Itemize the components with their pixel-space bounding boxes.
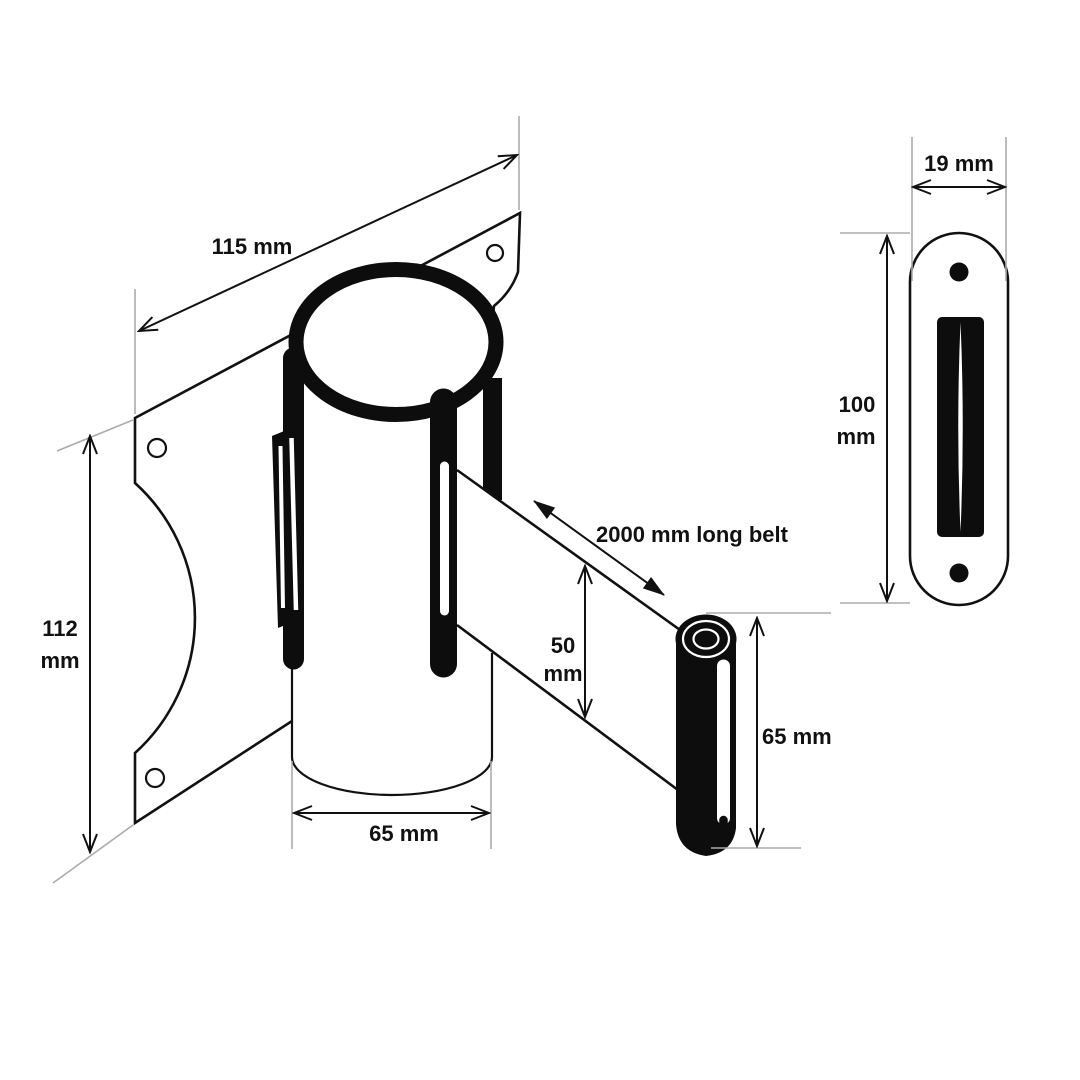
belt-bottom-edge <box>456 623 691 801</box>
dim-label-wall-clip-height-value: 100 <box>839 392 876 417</box>
belt-end-clip <box>675 614 737 856</box>
mounting-hole <box>146 437 168 459</box>
mounting-hole <box>485 243 505 263</box>
mounting-hole <box>144 767 166 789</box>
drum-body-outline <box>290 653 494 797</box>
end-clip-ring-inner <box>692 628 720 650</box>
extension-line <box>52 824 134 884</box>
dim-label-wall-clip-width: 19 mm <box>924 151 994 176</box>
dim-label-wall-clip-height-unit: mm <box>836 424 875 449</box>
dim-label-belt-width-unit: mm <box>543 661 582 686</box>
dim-label-plate-height-value: 112 <box>42 616 78 641</box>
dim-label-belt-length: 2000 mm long belt <box>596 522 789 547</box>
dim-belt-length-line <box>533 500 665 596</box>
drum-top-opening <box>288 262 504 422</box>
dim-label-plate-width: 115 mm <box>212 234 293 259</box>
dim-label-drum-diameter: 65 mm <box>369 821 439 846</box>
belt-drum <box>272 262 504 797</box>
wall-clip-slot-slit <box>958 322 963 532</box>
side-guide-slot <box>278 445 285 609</box>
dim-label-end-clip-height: 65 mm <box>762 724 832 749</box>
dimensions: 115 mm 112 mm 65 mm 50 mm 2000 mm long b… <box>40 116 1006 884</box>
wall-clip-view <box>908 231 1010 607</box>
dim-label-plate-height-unit: mm <box>40 648 79 673</box>
extension-line <box>56 419 134 452</box>
dim-label-belt-width-value: 50 <box>551 633 575 658</box>
dim-plate-width-line <box>139 155 517 331</box>
belt-strap-face <box>457 470 700 805</box>
side-guide-bracket <box>272 427 300 628</box>
side-guide-edge-highlight <box>289 437 299 611</box>
wall-clip-hole-bottom <box>949 563 969 583</box>
end-clip-ring-outer <box>681 619 731 659</box>
wall-clip-hole-top <box>949 262 969 282</box>
belt-strap <box>456 468 702 805</box>
